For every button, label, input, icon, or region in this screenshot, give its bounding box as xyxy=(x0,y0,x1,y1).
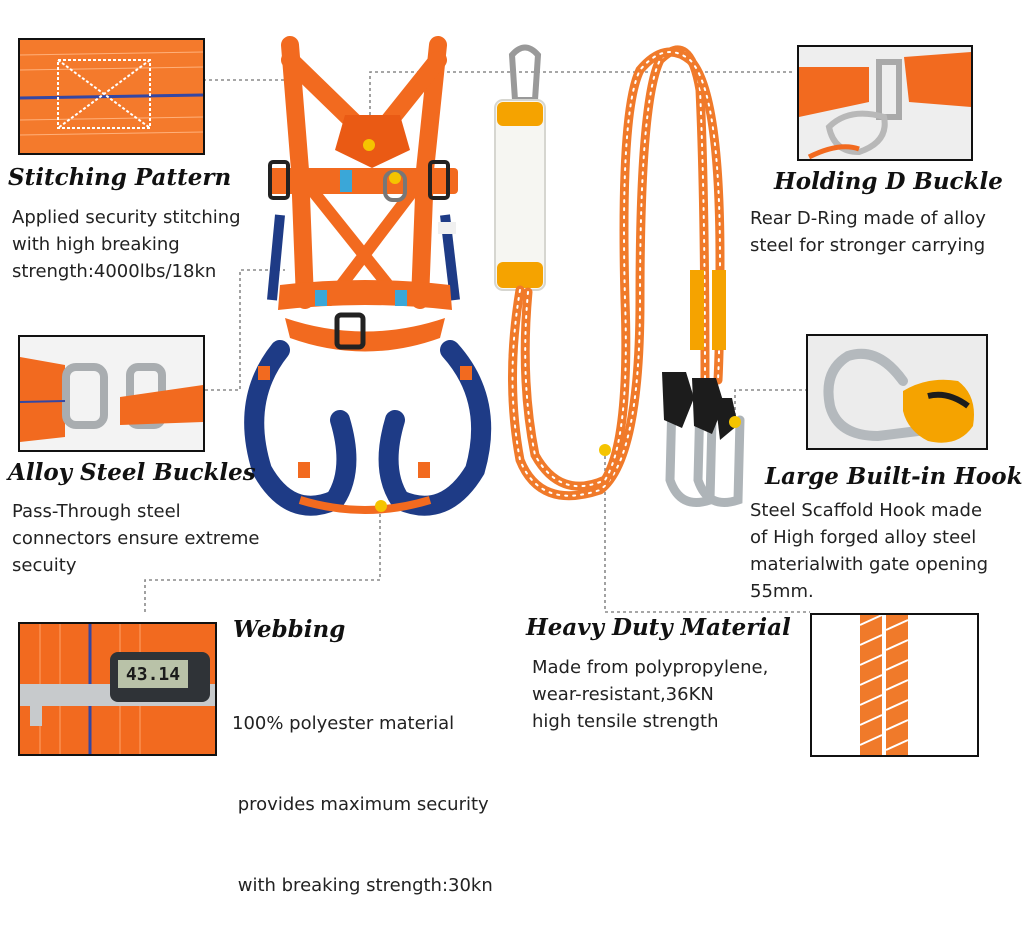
rope-lanyard xyxy=(520,47,725,491)
webbing-description: 100% polyester material provides maximum… xyxy=(232,713,493,896)
buckles-inset-image xyxy=(18,335,205,452)
waist-belt xyxy=(278,280,452,310)
hook-inset-image xyxy=(806,334,988,450)
d-buckle-inset-image xyxy=(797,45,973,161)
webbing-inset-image: 43.14 xyxy=(18,622,217,756)
caliper-readout: 43.14 xyxy=(125,664,181,685)
material-title: Heavy Duty Material xyxy=(526,614,791,641)
buckles-title: Alloy Steel Buckles xyxy=(8,459,256,486)
waist-buckle xyxy=(334,312,366,350)
stitching-description: Applied security stitching with high bre… xyxy=(12,207,241,282)
leg-loop-right xyxy=(378,340,492,516)
harness-product-image xyxy=(244,36,745,516)
chest-strap xyxy=(268,168,458,194)
hook-title: Large Built-in Hook xyxy=(765,463,1023,490)
webbing-title: Webbing xyxy=(233,616,346,643)
marker-dot xyxy=(729,416,741,428)
scaffold-hook xyxy=(693,395,745,507)
buckles-description: Pass-Through steel connectors ensure ext… xyxy=(12,501,260,576)
carabiner xyxy=(508,44,542,103)
marker-dot xyxy=(389,172,401,184)
leader-material xyxy=(604,450,810,613)
hook-description: Steel Scaffold Hook made of High forged … xyxy=(750,500,989,602)
marker-dot xyxy=(599,444,611,456)
shock-absorber xyxy=(494,99,546,291)
leader-webbing xyxy=(144,508,381,612)
material-description: Made from polypropylene, wear-resistant,… xyxy=(532,657,769,732)
rope-inset-image xyxy=(810,613,979,757)
d-buckle-description: Rear D-Ring made of alloy steel for stro… xyxy=(750,208,986,256)
marker-dot xyxy=(375,500,387,512)
marker-dot xyxy=(363,139,375,151)
stitching-inset-image xyxy=(18,38,205,155)
leg-loop-left xyxy=(244,340,357,516)
stitching-title: Stitching Pattern xyxy=(8,164,232,191)
leader-hook xyxy=(734,389,808,422)
d-buckle-title: Holding D Buckle xyxy=(774,168,1003,195)
